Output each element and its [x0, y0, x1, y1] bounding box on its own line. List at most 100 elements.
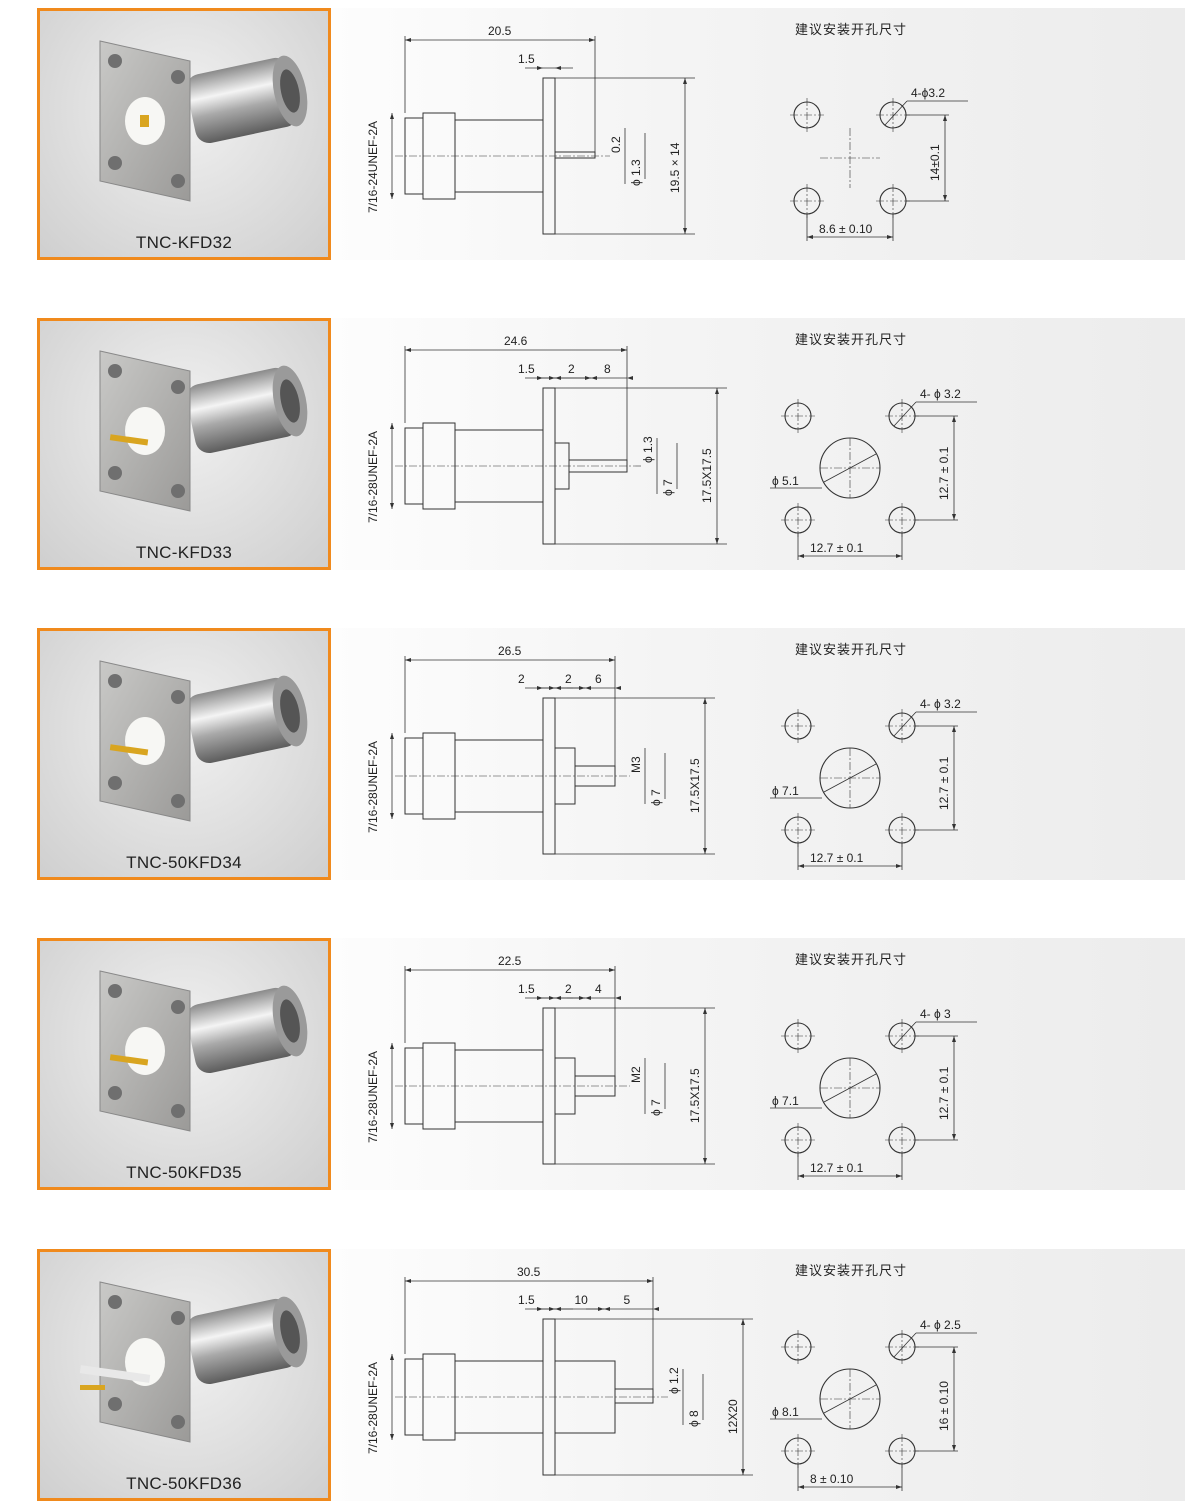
center-hole-label: ϕ 7.1	[772, 784, 799, 798]
arrowhead	[537, 66, 543, 70]
thread-label: 7/16-28UNEF-2A	[366, 741, 380, 833]
arrowhead	[405, 658, 411, 662]
arrowhead	[405, 38, 411, 42]
arrowhead	[703, 1008, 707, 1014]
connector-image	[99, 660, 308, 822]
pin-dimension-label: ϕ 1.3	[641, 436, 655, 463]
pin-dimension-label: ϕ 8	[687, 1410, 701, 1427]
hole-size-label: 4- ϕ 3.2	[920, 697, 961, 711]
step-dimension-label: 2	[565, 672, 572, 686]
arrowhead	[807, 235, 813, 239]
flange-size-label: 17.5X17.5	[700, 448, 714, 503]
step-dimension-label: 1.5	[518, 982, 535, 996]
arrowhead	[741, 1469, 745, 1475]
product-photo[interactable]: TNC-50KFD34	[37, 628, 331, 880]
model-label: TNC-50KFD34	[126, 853, 242, 872]
model-label: TNC-50KFD35	[126, 1163, 242, 1182]
step-dimension-label: 8	[604, 362, 611, 376]
vertical-spacing-label: 12.7 ± 0.1	[937, 446, 951, 500]
hole-size-label: 4-ϕ3.2	[911, 86, 945, 100]
arrowhead	[952, 726, 956, 732]
arrowhead	[405, 348, 411, 352]
vertical-spacing-label: 14±0.1	[928, 144, 942, 181]
arrowhead	[683, 228, 687, 234]
flange-size-label: 17.5X17.5	[688, 758, 702, 813]
arrowhead	[798, 1174, 804, 1178]
thread-label: 7/16-28UNEF-2A	[366, 1362, 380, 1454]
arrowhead	[549, 686, 555, 690]
center-hole-label: ϕ 5.1	[772, 474, 799, 488]
arrowhead	[653, 1307, 659, 1311]
arrowhead	[579, 686, 585, 690]
arrowhead	[798, 1485, 804, 1489]
arrowhead	[741, 1319, 745, 1325]
drawing-panel	[331, 1249, 1185, 1501]
model-label: TNC-KFD32	[135, 233, 233, 252]
arrowhead	[390, 1123, 394, 1129]
step-dimension-label: 2	[565, 982, 572, 996]
thread-label: 7/16-28UNEF-2A	[366, 431, 380, 523]
connector-image	[99, 350, 308, 512]
product-photo[interactable]: TNC-KFD32	[37, 8, 331, 260]
arrowhead	[887, 235, 893, 239]
product-photo[interactable]: TNC-50KFD35	[37, 938, 331, 1190]
dimension-line	[884, 100, 908, 126]
arrowhead	[715, 538, 719, 544]
arrowhead	[598, 1307, 604, 1311]
step-dimension-label: 5	[624, 1293, 631, 1307]
pin-dimension-label: ϕ 7	[649, 1099, 663, 1116]
horizontal-spacing-label: 8 ± 0.10	[810, 1472, 854, 1486]
hole-size-label: 4- ϕ 3.2	[920, 387, 961, 401]
arrowhead	[390, 1354, 394, 1360]
horizontal-spacing-label: 12.7 ± 0.1	[810, 851, 864, 865]
arrowhead	[621, 348, 627, 352]
overall-length-label: 20.5	[488, 24, 512, 38]
dimension-line	[893, 401, 917, 427]
overall-length-label: 24.6	[504, 334, 528, 348]
arrowhead	[952, 1036, 956, 1042]
arrowhead	[627, 376, 633, 380]
dimension-line	[893, 1021, 917, 1047]
pin-dimension-label: ϕ 1.2	[667, 1367, 681, 1394]
step-dimension-label: 4	[595, 982, 602, 996]
arrowhead	[609, 658, 615, 662]
arrowhead	[390, 1043, 394, 1049]
center-hole-label: ϕ 8.1	[772, 1405, 799, 1419]
contact-pin	[614, 1388, 654, 1404]
center-hole-label: ϕ 7.1	[772, 1094, 799, 1108]
pin-dimension-label: ϕ 7	[661, 479, 675, 496]
arrowhead	[390, 113, 394, 119]
dimension-line	[893, 711, 917, 737]
arrowhead	[555, 66, 561, 70]
model-label: TNC-KFD33	[135, 543, 233, 562]
dimension-line	[893, 1332, 917, 1358]
arrowhead	[798, 554, 804, 558]
connector-image	[79, 1281, 308, 1443]
pin-dimension-label: M3	[629, 756, 643, 773]
arrowhead	[896, 554, 902, 558]
arrowhead	[943, 115, 947, 121]
hole-size-label: 4- ϕ 3	[920, 1007, 951, 1021]
product-photo[interactable]: TNC-KFD33	[37, 318, 331, 570]
horizontal-spacing-label: 12.7 ± 0.1	[810, 541, 864, 555]
pin-dimension-label: M2	[629, 1066, 643, 1083]
arrowhead	[952, 824, 956, 830]
step-dimension-label: 1.5	[518, 52, 535, 66]
arrowhead	[798, 864, 804, 868]
arrowhead	[390, 193, 394, 199]
arrowhead	[715, 388, 719, 394]
step-dimension-label: 1.5	[518, 362, 535, 376]
arrowhead	[549, 1307, 555, 1311]
arrowhead	[615, 996, 621, 1000]
product-photo[interactable]: TNC-50KFD36	[37, 1249, 331, 1501]
arrowhead	[896, 864, 902, 868]
hole-pattern-title: 建议安装开孔尺寸	[795, 22, 907, 37]
